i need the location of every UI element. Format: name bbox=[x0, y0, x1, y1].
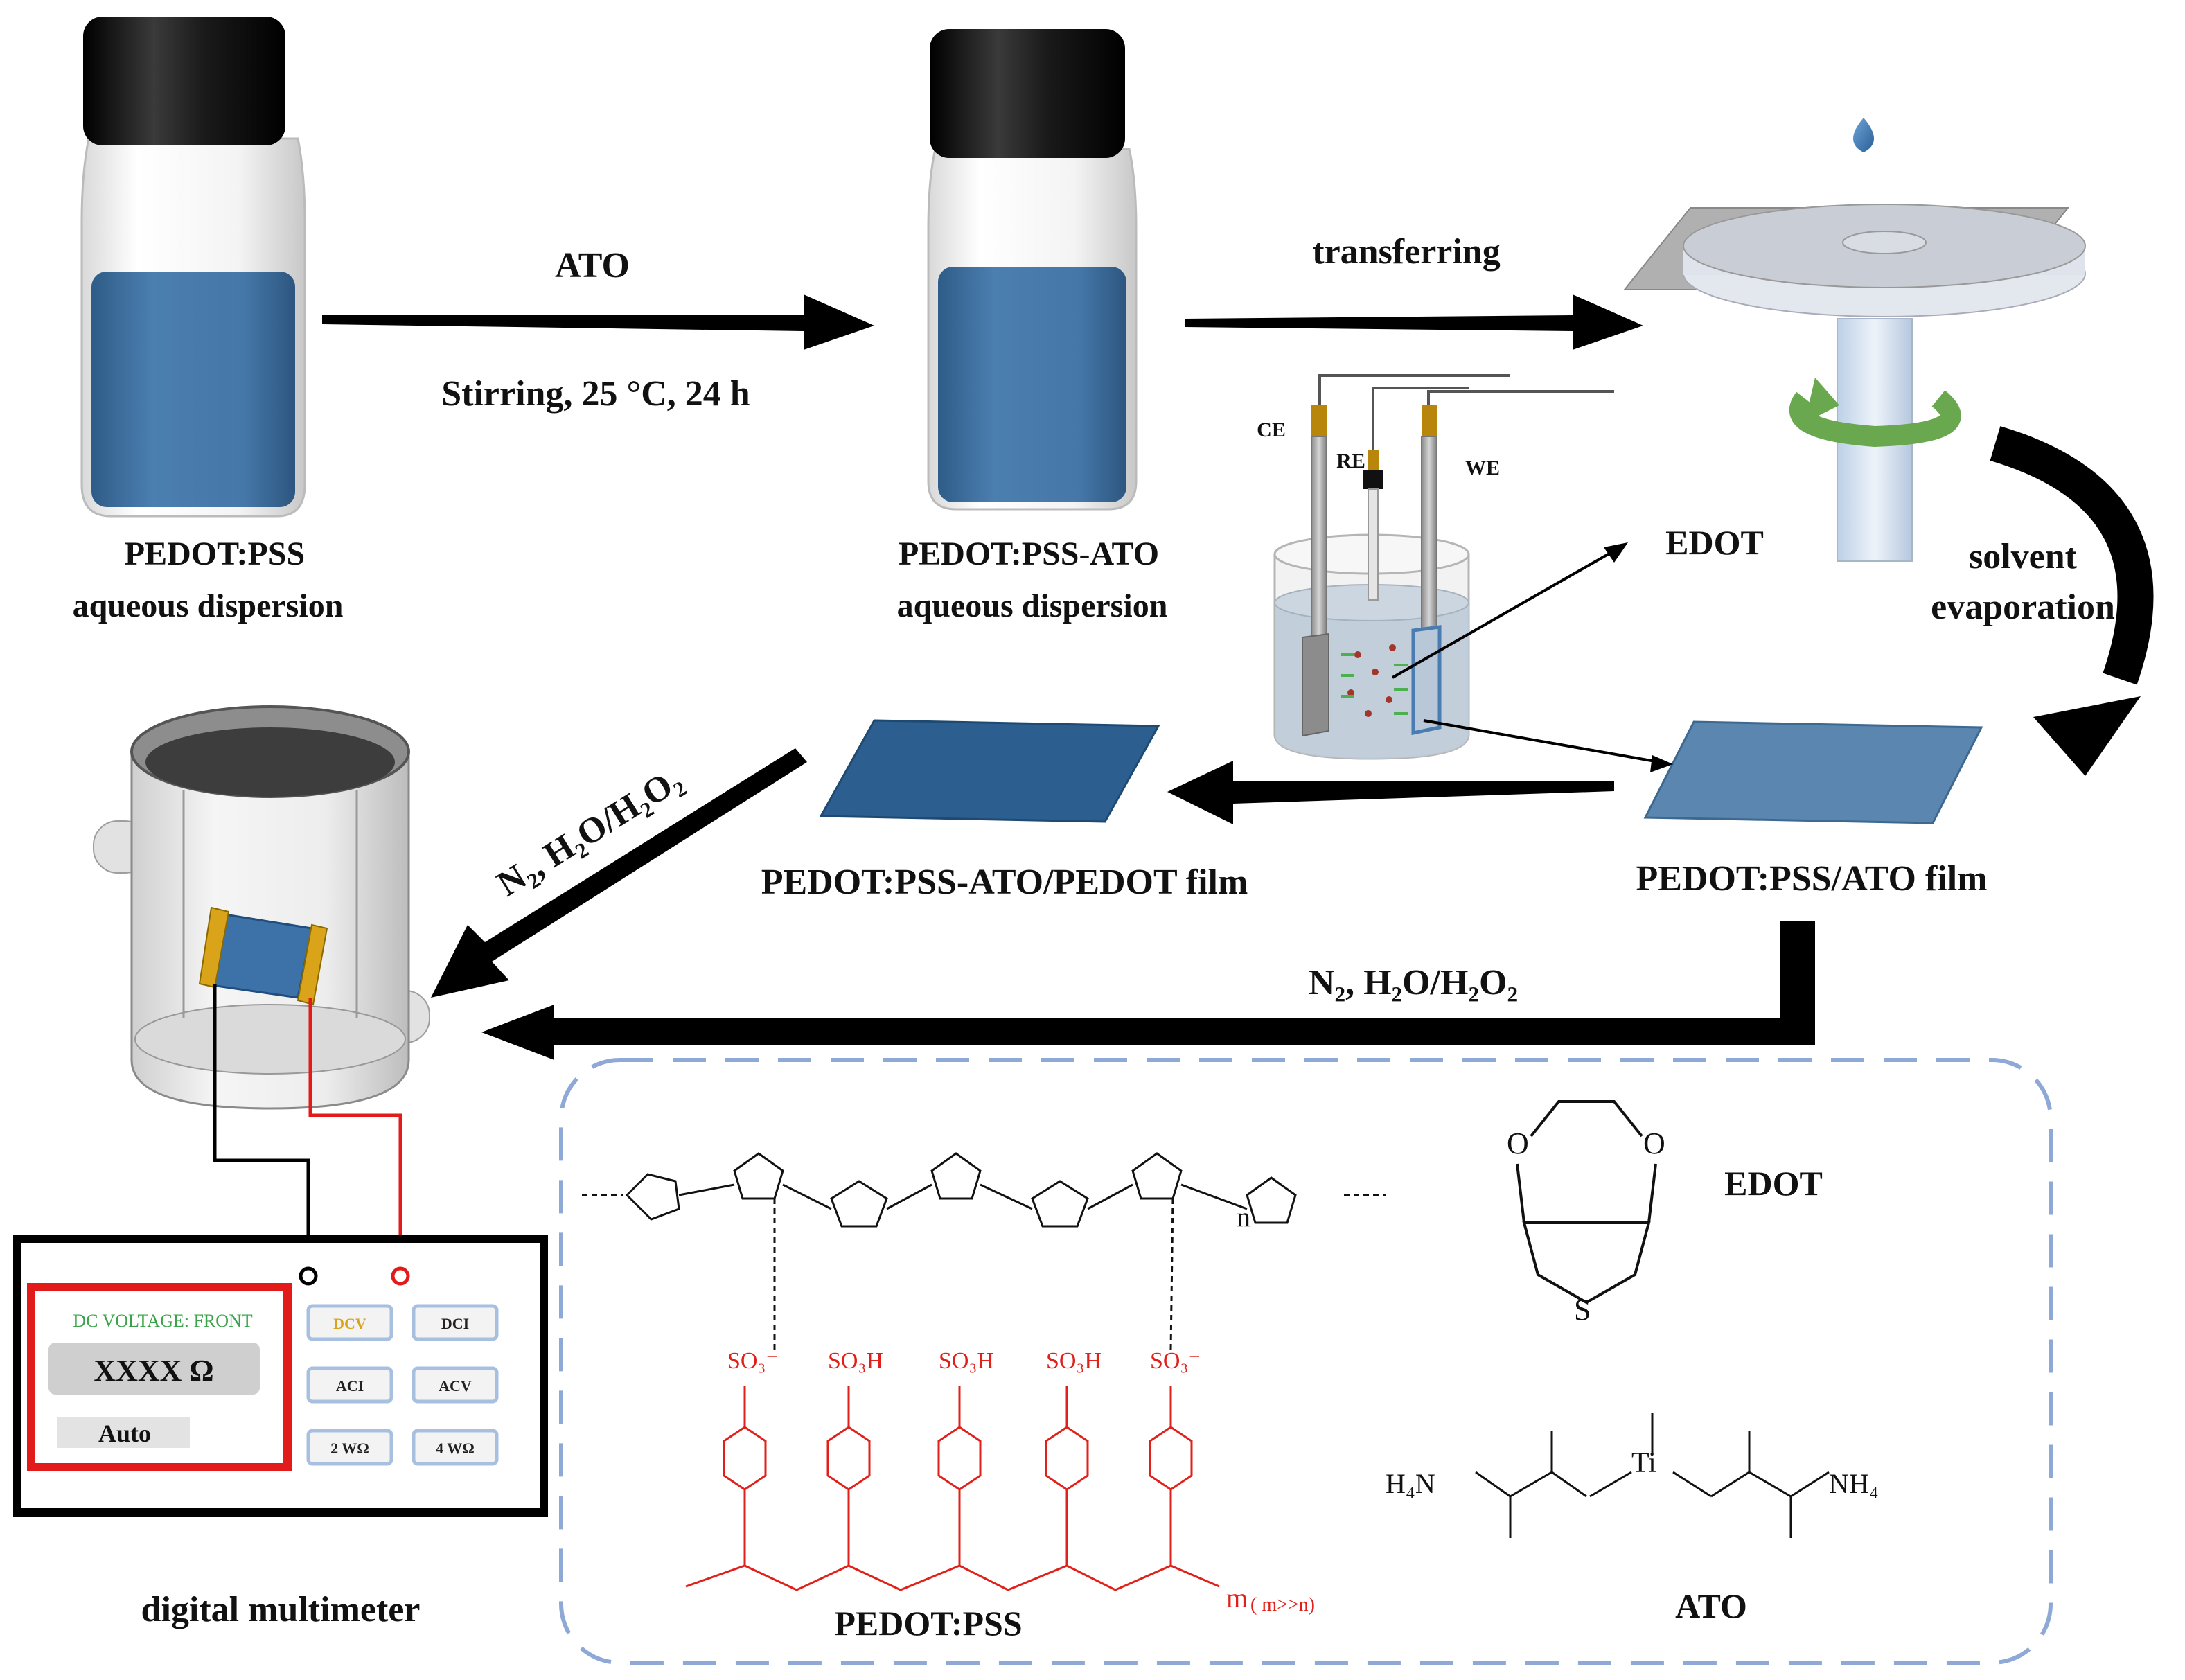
button-dci[interactable]: DCI bbox=[412, 1304, 499, 1341]
display-title: DC VOLTAGE: FRONT bbox=[73, 1311, 253, 1331]
pedot-pss-structure bbox=[582, 1152, 1386, 1352]
button-aci-label: ACI bbox=[336, 1377, 364, 1395]
button-dci-label: DCI bbox=[441, 1315, 469, 1332]
test-chamber bbox=[93, 705, 430, 1269]
ato-nh4-right: NH₄ bbox=[1829, 1468, 1879, 1499]
film-pedot-pss-ato bbox=[1643, 720, 1983, 824]
multimeter-buttons: DCV DCI ACI ACV 2 WΩ 4 WΩ bbox=[306, 1304, 499, 1466]
group-5: SO₃⁻ bbox=[1150, 1348, 1201, 1374]
vial1-label-line2: aqueous dispersion bbox=[73, 587, 344, 624]
vial-pedot-pss bbox=[80, 17, 306, 518]
vial2-label-line1: PEDOT:PSS-ATO bbox=[899, 536, 1159, 572]
arrow-to-film2 bbox=[1167, 761, 1614, 824]
button-dcv-label: DCV bbox=[333, 1315, 366, 1332]
arrow-mix bbox=[322, 294, 874, 350]
display-reading: XXXX Ω bbox=[94, 1354, 213, 1388]
group-4: SO₃H bbox=[1046, 1348, 1102, 1374]
edot-s: S bbox=[1574, 1293, 1591, 1327]
button-acv[interactable]: ACV bbox=[412, 1366, 499, 1404]
film1-label: PEDOT:PSS/ATO film bbox=[1636, 859, 1987, 899]
terminal-black bbox=[299, 1266, 318, 1286]
button-acv-label: ACV bbox=[439, 1377, 472, 1395]
arrow-film2-to-chamber bbox=[431, 748, 807, 998]
film-pointer bbox=[1423, 719, 1660, 763]
button-dcv[interactable]: DCV bbox=[306, 1304, 393, 1341]
repeat-m: m bbox=[1226, 1582, 1248, 1613]
arrow2-top-label: transferring bbox=[1312, 232, 1500, 272]
vial2-liquid bbox=[938, 267, 1126, 502]
electrochemical-cell bbox=[1273, 374, 1614, 760]
ce-label: CE bbox=[1257, 418, 1286, 441]
multimeter-label: digital multimeter bbox=[141, 1590, 421, 1629]
vial2-cap bbox=[930, 29, 1125, 158]
arrow-transfer bbox=[1185, 294, 1643, 350]
ato-nh4-left: H₄N bbox=[1386, 1468, 1435, 1499]
chemistry-panel bbox=[559, 1058, 2053, 1665]
m-note: ( m>>n) bbox=[1250, 1594, 1315, 1616]
re-label: RE bbox=[1336, 450, 1365, 472]
pss-backbone bbox=[685, 1386, 1220, 1591]
edot-structure bbox=[1516, 1100, 1657, 1305]
edot-o-right: O bbox=[1643, 1126, 1665, 1160]
terminal-red bbox=[391, 1266, 410, 1286]
we-label: WE bbox=[1465, 457, 1500, 479]
button-aci[interactable]: ACI bbox=[306, 1366, 393, 1404]
n2-arrow-label: N₂, H₂O/H₂O₂ bbox=[1309, 963, 1518, 1002]
repeat-n: n bbox=[1237, 1201, 1250, 1232]
rotation-arrow-icon bbox=[1789, 390, 1961, 448]
vial1-cap bbox=[83, 17, 285, 145]
ato-label: ATO bbox=[1675, 1586, 1747, 1625]
ato-ti: Ti bbox=[1631, 1447, 1656, 1479]
vial1-label-line1: PEDOT:PSS bbox=[125, 536, 305, 572]
button-4w-label: 4 WΩ bbox=[436, 1440, 475, 1457]
film2-label: PEDOT:PSS-ATO/PEDOT film bbox=[761, 863, 1248, 902]
button-2w-label: 2 WΩ bbox=[330, 1440, 369, 1457]
droplet-icon bbox=[1853, 118, 1874, 152]
group-2: SO₃H bbox=[828, 1348, 883, 1374]
edot-arrow-label: EDOT bbox=[1665, 523, 1764, 562]
film-pedot-pss-ato-pedot bbox=[819, 719, 1160, 823]
digital-multimeter bbox=[13, 1235, 548, 1517]
button-2w-ohm[interactable]: 2 WΩ bbox=[306, 1429, 393, 1466]
arrow1-top-label: ATO bbox=[555, 246, 630, 285]
vial2-label-line2: aqueous dispersion bbox=[897, 587, 1168, 624]
group-1: SO₃⁻ bbox=[727, 1348, 778, 1374]
edot-pointer bbox=[1392, 549, 1615, 679]
button-4w-ohm[interactable]: 4 WΩ bbox=[412, 1429, 499, 1466]
solvent-label-line1: solvent bbox=[1969, 537, 2078, 576]
edot-label: EDOT bbox=[1724, 1164, 1823, 1203]
edot-o-left: O bbox=[1507, 1126, 1529, 1160]
arrow-film1-to-chamber bbox=[481, 921, 1815, 1060]
display-mode: Auto bbox=[98, 1420, 151, 1447]
arrow1-bottom-label: Stirring, 25 °C, 24 h bbox=[441, 374, 750, 414]
pedot-pss-label: PEDOT:PSS bbox=[834, 1604, 1022, 1643]
spin-coater bbox=[1622, 118, 2086, 562]
curved-arrow bbox=[1990, 426, 2154, 685]
vial-pedot-pss-ato bbox=[927, 29, 1138, 511]
group-3: SO₃H bbox=[939, 1348, 994, 1374]
vial1-liquid bbox=[91, 272, 295, 507]
solvent-label-line2: evaporation bbox=[1931, 587, 2115, 627]
ato-structure bbox=[1475, 1413, 1830, 1538]
